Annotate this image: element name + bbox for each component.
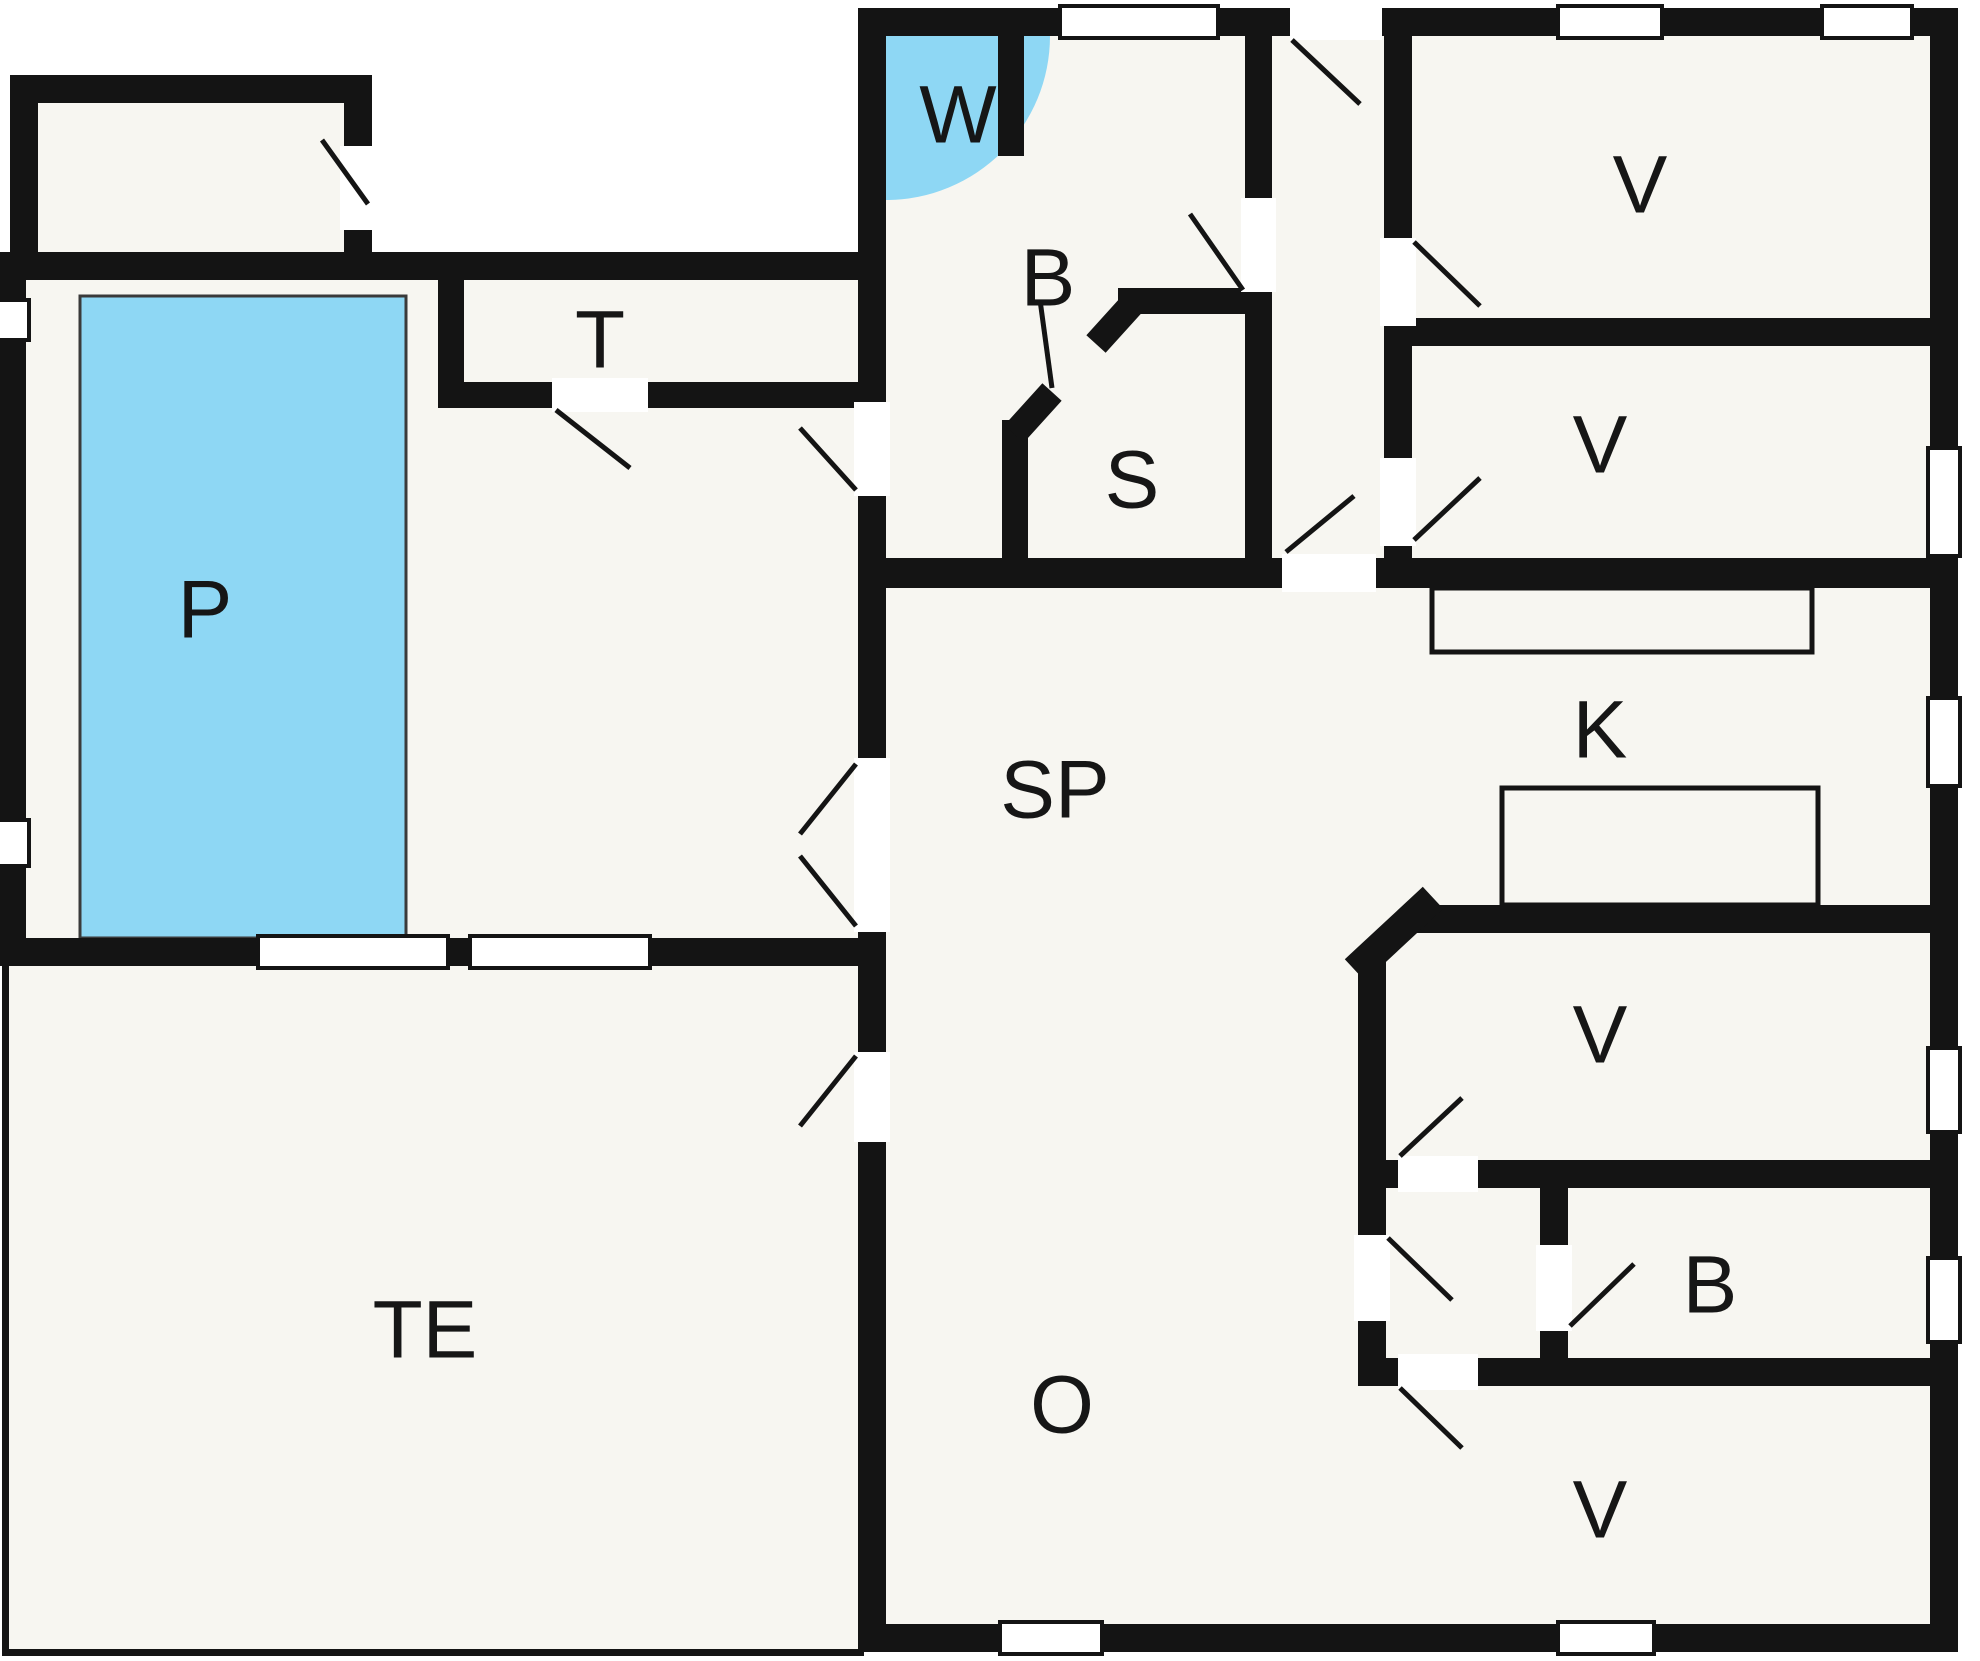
room-label-kitchen: K [1573, 685, 1628, 776]
door-swing-bedroom-e [1412, 476, 1482, 542]
window-right-3 [1926, 1046, 1962, 1134]
door-swing-sauna [1037, 299, 1055, 389]
door-swings [319, 38, 1636, 1450]
opening-living-terrace [854, 1052, 890, 1142]
swimming-pool [78, 294, 408, 940]
door-swing-bedroom-s [1398, 1386, 1464, 1450]
opening-bath-main [1241, 198, 1276, 292]
terrace-edge-left [2, 966, 9, 1656]
wall-annex-left [10, 75, 38, 260]
door-swing-double-b [798, 854, 858, 928]
kitchen-counters [1429, 585, 1821, 908]
opening-lobby [1354, 1235, 1390, 1321]
terrace-floor [6, 950, 864, 1652]
window-right-2 [1926, 696, 1962, 788]
wall-bedroom-divider-ne [1384, 318, 1958, 346]
room-label-pool: P [178, 565, 233, 656]
windows [0, 4, 1962, 1656]
annex-floor [22, 88, 362, 260]
opening-corridor-dining [1282, 554, 1376, 592]
door-swing-front [1290, 38, 1362, 106]
door-openings [340, 4, 1572, 1390]
wall-bath-right [1245, 8, 1272, 586]
room-label-bedroom-se: V [1573, 990, 1628, 1081]
window-poolhouse-left-2 [0, 818, 31, 868]
kitchen-counter-top [1429, 585, 1815, 655]
window-right-4 [1926, 1256, 1962, 1344]
wall-sauna-chamfer-b [1086, 293, 1144, 353]
kitchen-counter-island [1499, 785, 1821, 908]
opening-double-doors [854, 758, 890, 932]
door-swing-bedroom-ne [1412, 240, 1482, 308]
wall-bath-stub [998, 8, 1024, 156]
window-right-1 [1926, 446, 1962, 558]
door-swing-terrace [798, 1054, 858, 1128]
door-swing-annex [319, 138, 371, 206]
opening-front-door [1290, 4, 1382, 40]
window-poolhouse-2 [468, 934, 652, 970]
door-swing-bedroom-se [1398, 1096, 1464, 1158]
window-top-2 [1556, 4, 1664, 40]
wall-lower-chamfer [1344, 886, 1444, 982]
opening-bedroom-se [1398, 1156, 1478, 1192]
opening-toilet [552, 378, 648, 412]
wall-sauna-chamfer-a [1004, 383, 1062, 443]
terrace-edge-bottom [2, 1649, 864, 1656]
window-bottom-1 [998, 1620, 1104, 1656]
room-label-toilet: T [575, 295, 625, 386]
opening-pool-to-hall [854, 402, 890, 496]
door-swing-corridor-dining [1284, 494, 1356, 554]
opening-bath-se [1536, 1245, 1572, 1331]
room-label-terrace: TE [373, 1285, 478, 1376]
room-label-bedroom-s: V [1573, 1465, 1628, 1556]
room-label-living: O [1030, 1360, 1094, 1451]
door-swing-bath-main [1187, 212, 1246, 292]
door-swing-double-a [798, 762, 858, 836]
room-label-bedroom-e: V [1573, 400, 1628, 491]
door-swing-bath-se [1568, 1262, 1636, 1328]
door-swing-lobby [1386, 1236, 1454, 1302]
window-bottom-2 [1556, 1620, 1656, 1656]
room-label-bath-main: B [1021, 233, 1076, 324]
room-label-dining: SP [1000, 745, 1109, 836]
water-features [78, 36, 1050, 940]
window-top-1 [1058, 4, 1220, 40]
door-swing-pool-hall [798, 426, 858, 492]
room-label-bath-se: B [1683, 1240, 1738, 1331]
wall-lower-block-top [1412, 905, 1958, 933]
room-label-bedroom-ne: V [1613, 140, 1668, 231]
door-swing-toilet [554, 408, 632, 470]
wall-main-right [1930, 8, 1958, 1652]
opening-bedroom-s [1398, 1354, 1478, 1390]
terrace-outline [2, 966, 864, 1656]
opening-bedroom-ne [1380, 238, 1416, 326]
window-poolhouse-1 [256, 934, 450, 970]
room-label-whirlpool: W [919, 70, 997, 161]
wall-annex-top [10, 75, 372, 103]
room-label-sauna: S [1105, 435, 1160, 526]
wall-cross-upper [886, 558, 1958, 588]
window-top-3 [1820, 4, 1914, 40]
window-poolhouse-left-1 [0, 298, 31, 342]
opening-bedroom-e [1380, 458, 1416, 546]
